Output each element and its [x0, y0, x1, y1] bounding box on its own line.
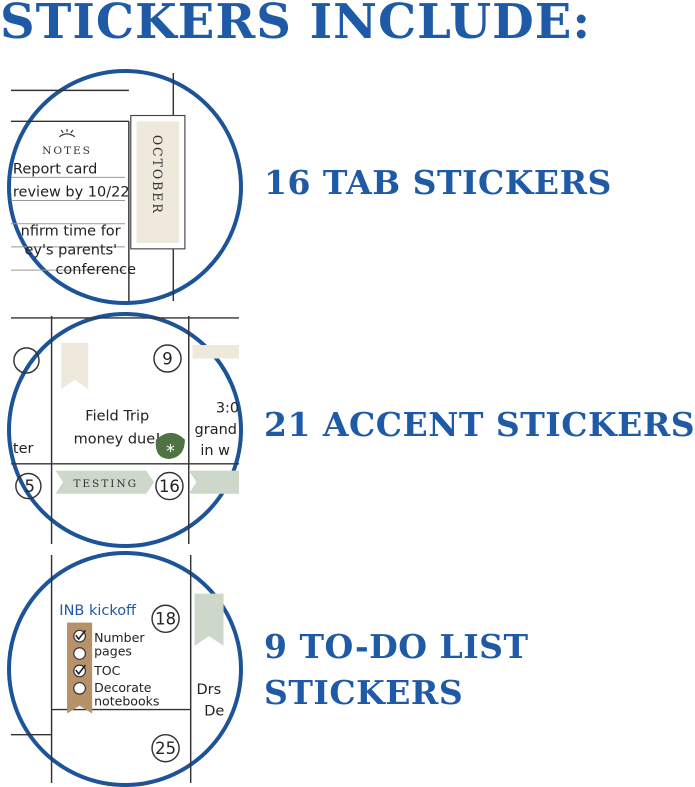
tab-stickers-illustration: NOTES Report card review by 10/22 nfirm …	[7, 69, 243, 305]
page-heading: STICKERS INCLUDE:	[0, 0, 592, 50]
field-trip-line-1: Field Trip	[85, 408, 149, 424]
todo-item-1: Number	[94, 630, 145, 645]
left-partial-number: 5	[25, 477, 35, 496]
tab-stickers-art: NOTES Report card review by 10/22 nfirm …	[11, 73, 186, 301]
todo-title: INB kickoff	[59, 603, 137, 619]
todo-item-3b: notebooks	[94, 694, 159, 709]
right-time-text: 3:0	[216, 401, 239, 417]
note-line-2: review by 10/22	[13, 185, 130, 201]
testing-banner-text: TESTING	[73, 477, 138, 490]
todo-stickers-label-line-2: STICKERS	[264, 673, 464, 712]
sage-accent-sticker	[194, 593, 224, 646]
accent-stickers-art: ter 5 9 Field Trip money due! * 3:0 gran…	[11, 316, 239, 544]
laurel-icon	[58, 129, 76, 138]
todo-stickers-label-line-1: 9 TO-DO LIST	[264, 627, 529, 666]
notes-title: NOTES	[42, 144, 92, 157]
ribbon-accent-sticker	[61, 343, 89, 390]
right-line-2: in w	[200, 443, 230, 459]
todo-item-1b: pages	[94, 643, 132, 658]
note-line-5: conference	[55, 262, 136, 278]
field-trip-line-2: money due!	[74, 432, 161, 448]
accent-stickers-label: 21 ACCENT STICKERS	[264, 405, 695, 444]
note-line-3: nfirm time for	[21, 223, 121, 239]
accent-stickers-illustration: ter 5 9 Field Trip money due! * 3:0 gran…	[7, 312, 243, 548]
note-line-4: ey's parents'	[25, 243, 118, 259]
tab-sticker-text: OCTOBER	[150, 135, 165, 215]
left-partial-text: ter	[13, 441, 34, 457]
right-partial-1: Drs	[196, 682, 221, 698]
right-partial-2: De	[204, 703, 224, 719]
svg-text:*: *	[166, 442, 175, 462]
tab-sticker	[136, 121, 180, 244]
todo-stickers-illustration: INB kickoff 18 Number pages TOC Decorate…	[7, 551, 243, 787]
todo-item-2: TOC	[93, 663, 121, 678]
asterisk-accent-sticker: *	[155, 432, 185, 462]
note-line-1: Report card	[13, 161, 97, 177]
check-icon	[75, 629, 86, 676]
day-number-18: 18	[155, 610, 176, 629]
day-number-16: 16	[159, 477, 180, 496]
right-line-1: grand	[195, 422, 237, 438]
testing-banner-sticker	[55, 470, 154, 494]
tab-stickers-label: 16 TAB STICKERS	[264, 163, 612, 202]
day-number-25: 25	[155, 739, 176, 758]
day-number-9: 9	[162, 349, 172, 368]
todo-stickers-art: INB kickoff 18 Number pages TOC Decorate…	[11, 555, 224, 783]
todo-item-3: Decorate	[94, 680, 152, 695]
